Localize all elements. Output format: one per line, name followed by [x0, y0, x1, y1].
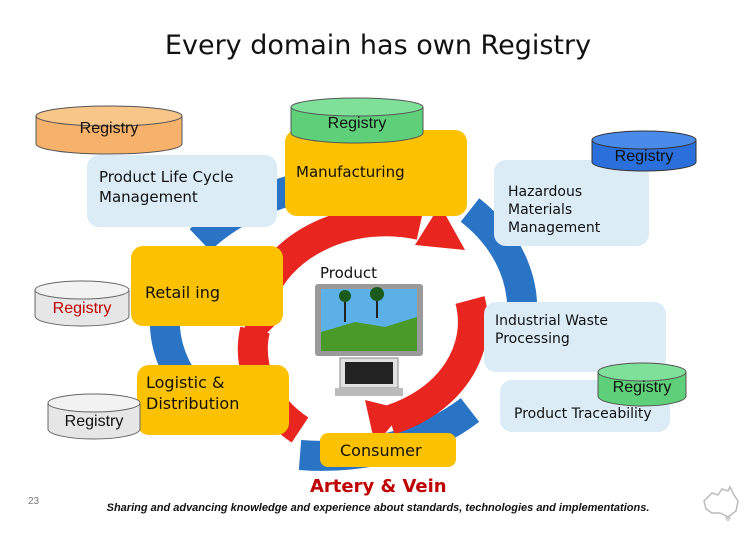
registry-label-logistic: Registry [64, 413, 124, 430]
registry-label-manufacturing: Registry [327, 115, 387, 132]
registry-cylinder-icon [35, 105, 183, 155]
australia-map-icon [703, 485, 739, 521]
manufacturing-label: Manufacturing [296, 163, 405, 181]
retail-label: Retail ing [145, 283, 221, 302]
hazardous-label: Hazardous Materials Management [508, 184, 601, 237]
traceability-label: Product Traceability [514, 406, 652, 422]
logistic-label: Logistic & Distribution [146, 373, 240, 413]
registry-cylinder-icon [591, 130, 697, 172]
logistic-box [137, 365, 289, 435]
consumer-label: Consumer [340, 441, 422, 460]
page-title: Every domain has own Registry [164, 30, 592, 61]
registry-label-industrial-waste: Registry [612, 379, 672, 396]
product-label: Product [320, 264, 377, 282]
center-label: Artery & Vein [310, 476, 447, 497]
red-arrow-right [385, 296, 488, 435]
consumer-box [320, 433, 456, 467]
page-number: 23 [28, 496, 40, 507]
industrial-waste-box [484, 302, 666, 372]
registry-cylinder-icon [47, 393, 141, 440]
registry-label-plm: Registry [79, 120, 139, 137]
registry-cylinder-icon [290, 97, 424, 144]
retail-box [131, 246, 283, 326]
footer-text: Sharing and advancing knowledge and expe… [106, 502, 650, 514]
registry-cylinder-icon [34, 280, 130, 327]
registry-cylinder-icon [597, 362, 687, 407]
plm-box [87, 155, 277, 227]
manufacturing-box [285, 130, 467, 216]
registry-label-hazardous: Registry [614, 148, 674, 165]
registry-label-retail: Registry [52, 300, 112, 317]
red-arrowhead-top [415, 205, 465, 250]
hazardous-box [494, 160, 649, 246]
plm-label: Product Life Cycle Management [99, 168, 234, 206]
tv-monitor-icon [315, 284, 423, 396]
industrial-waste-label: Industrial Waste Processing [495, 313, 609, 348]
